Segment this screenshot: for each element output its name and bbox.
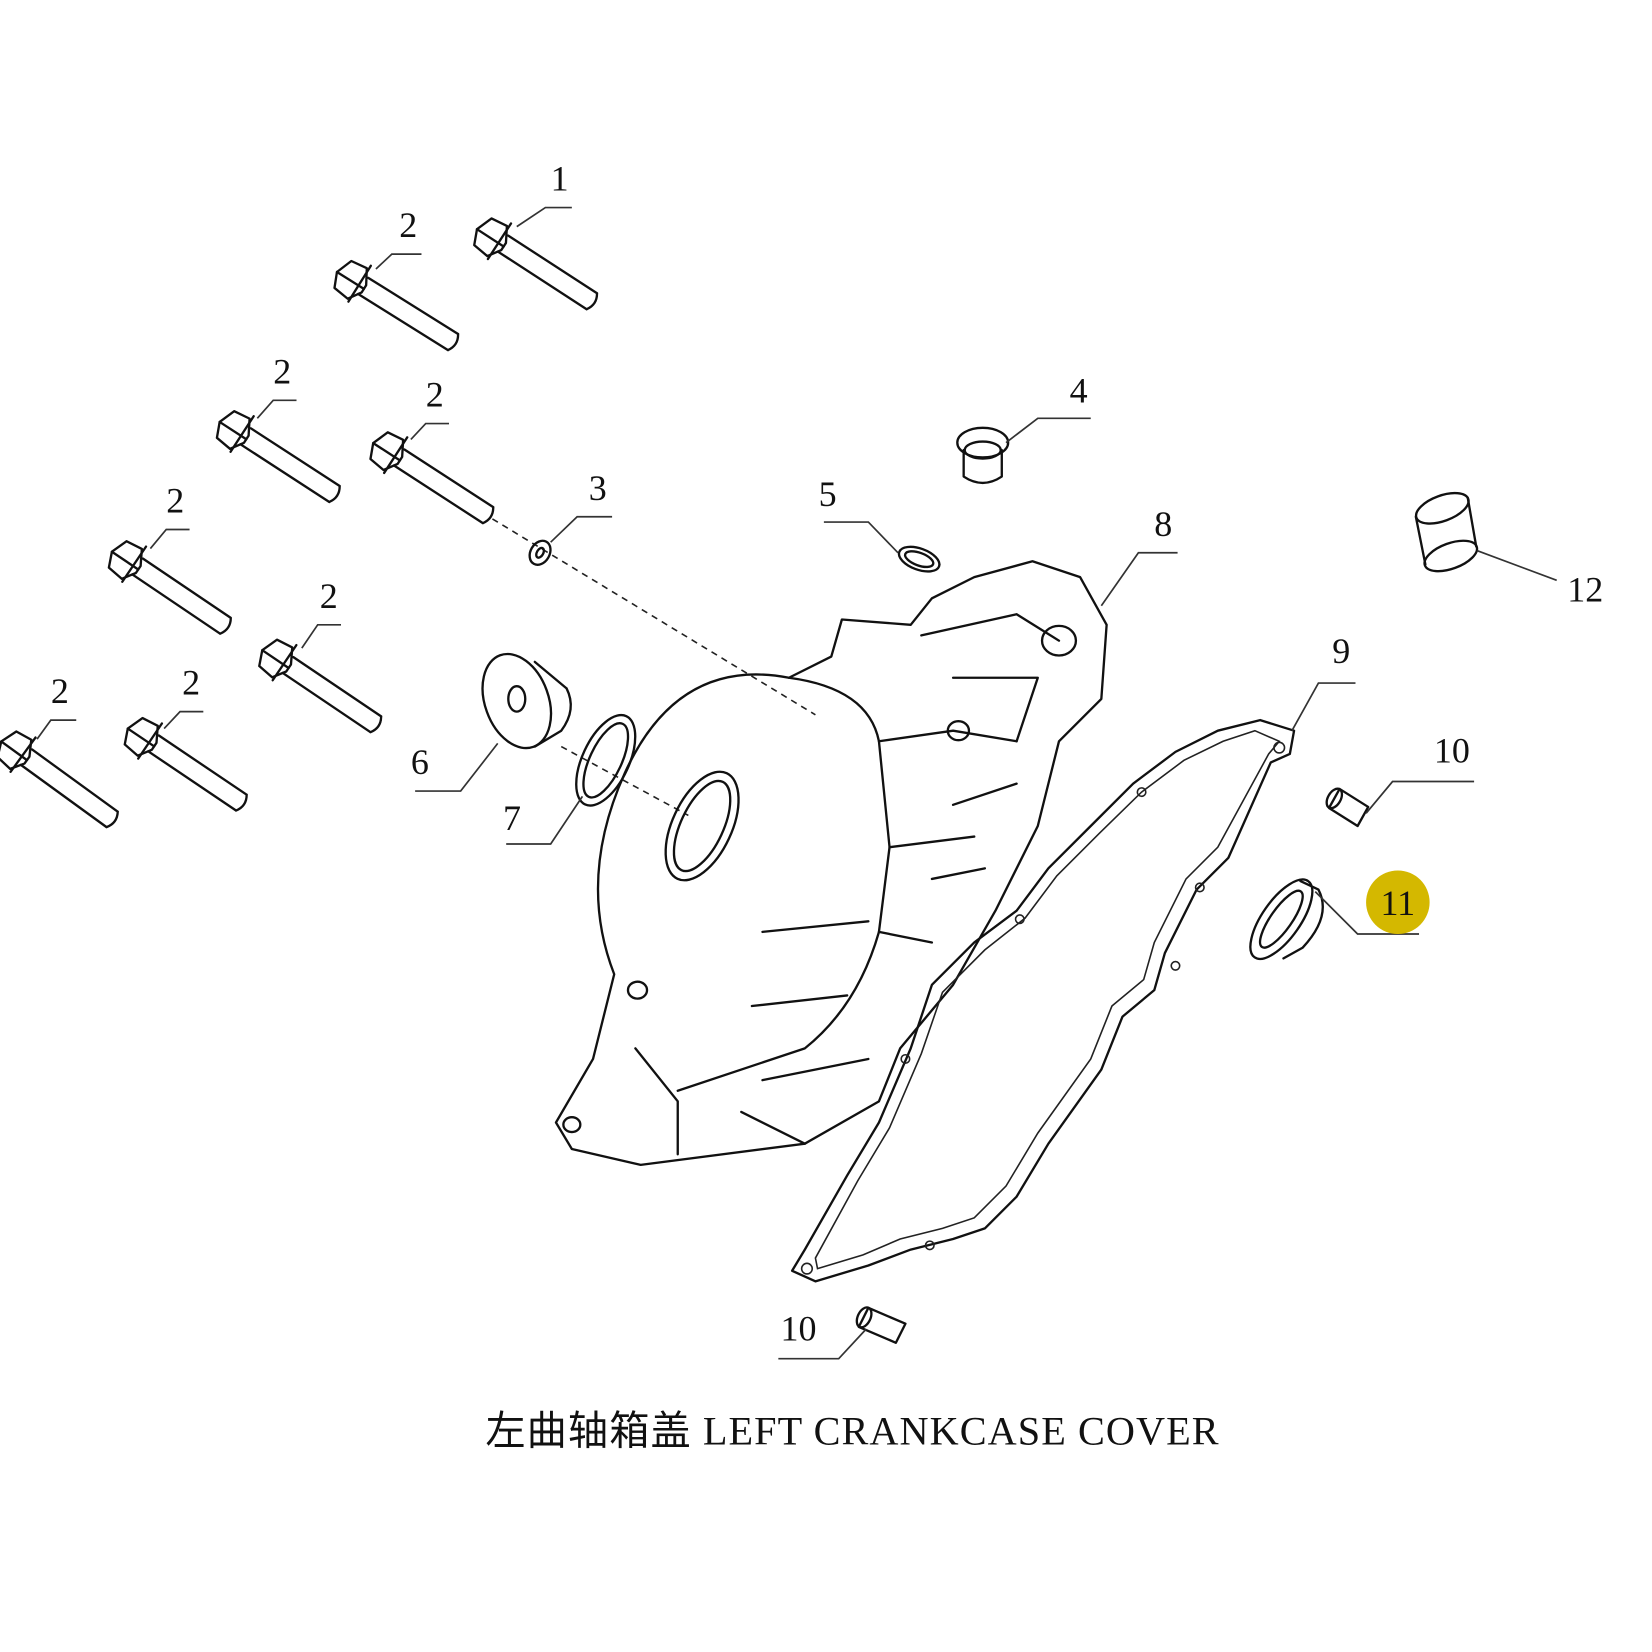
callout-3[interactable]: 3 (589, 468, 607, 508)
bolt-2[interactable] (361, 422, 504, 536)
left-crankcase-cover-8[interactable] (554, 560, 1108, 1167)
dowel-pin-10[interactable] (854, 1305, 907, 1344)
callout-2[interactable]: 2 (166, 481, 184, 521)
bolt-2[interactable] (208, 401, 350, 515)
bolt-2[interactable] (250, 629, 392, 745)
oil-seal-11[interactable] (1239, 870, 1324, 968)
callout-9[interactable]: 9 (1332, 631, 1350, 671)
highlight-badge (1366, 870, 1430, 935)
dowel-pin-10[interactable] (1324, 786, 1370, 828)
bolt-2[interactable] (115, 708, 257, 824)
bolt-2[interactable] (0, 721, 129, 840)
callout-8[interactable]: 8 (1154, 504, 1172, 544)
callout-10[interactable]: 10 (1434, 730, 1470, 770)
callout-2[interactable]: 2 (426, 375, 444, 415)
callout-5[interactable]: 5 (819, 474, 837, 514)
bolt-1[interactable] (465, 208, 608, 322)
callout-2[interactable]: 2 (399, 205, 417, 245)
o-ring-5[interactable] (896, 542, 943, 576)
callout-11[interactable]: 11 (1381, 883, 1416, 923)
callout-2[interactable]: 2 (51, 671, 69, 711)
callout-12[interactable]: 12 (1567, 569, 1603, 609)
leader-lines (36, 206, 1557, 1360)
callout-4[interactable]: 4 (1070, 370, 1088, 410)
callout-2[interactable]: 2 (273, 351, 291, 391)
callout-10[interactable]: 10 (780, 1309, 816, 1349)
sleeve-12[interactable] (1412, 487, 1481, 577)
washer-3[interactable] (525, 537, 554, 569)
callout-1[interactable]: 1 (551, 159, 569, 199)
o-ring-7[interactable] (564, 706, 647, 814)
callout-6[interactable]: 6 (411, 742, 429, 782)
callout-11-highlighted[interactable]: 11 (1366, 870, 1430, 935)
gasket-9[interactable] (790, 718, 1296, 1283)
diagram-title: 左曲轴箱盖 LEFT CRANKCASE COVER (485, 1408, 1219, 1453)
plug-4[interactable] (956, 426, 1010, 485)
bolt-2[interactable] (100, 531, 242, 647)
callout-2[interactable]: 2 (182, 663, 200, 703)
callout-7[interactable]: 7 (503, 798, 521, 838)
cap-6[interactable] (470, 644, 572, 757)
bolt-2[interactable] (325, 251, 469, 363)
callout-2[interactable]: 2 (320, 576, 338, 616)
